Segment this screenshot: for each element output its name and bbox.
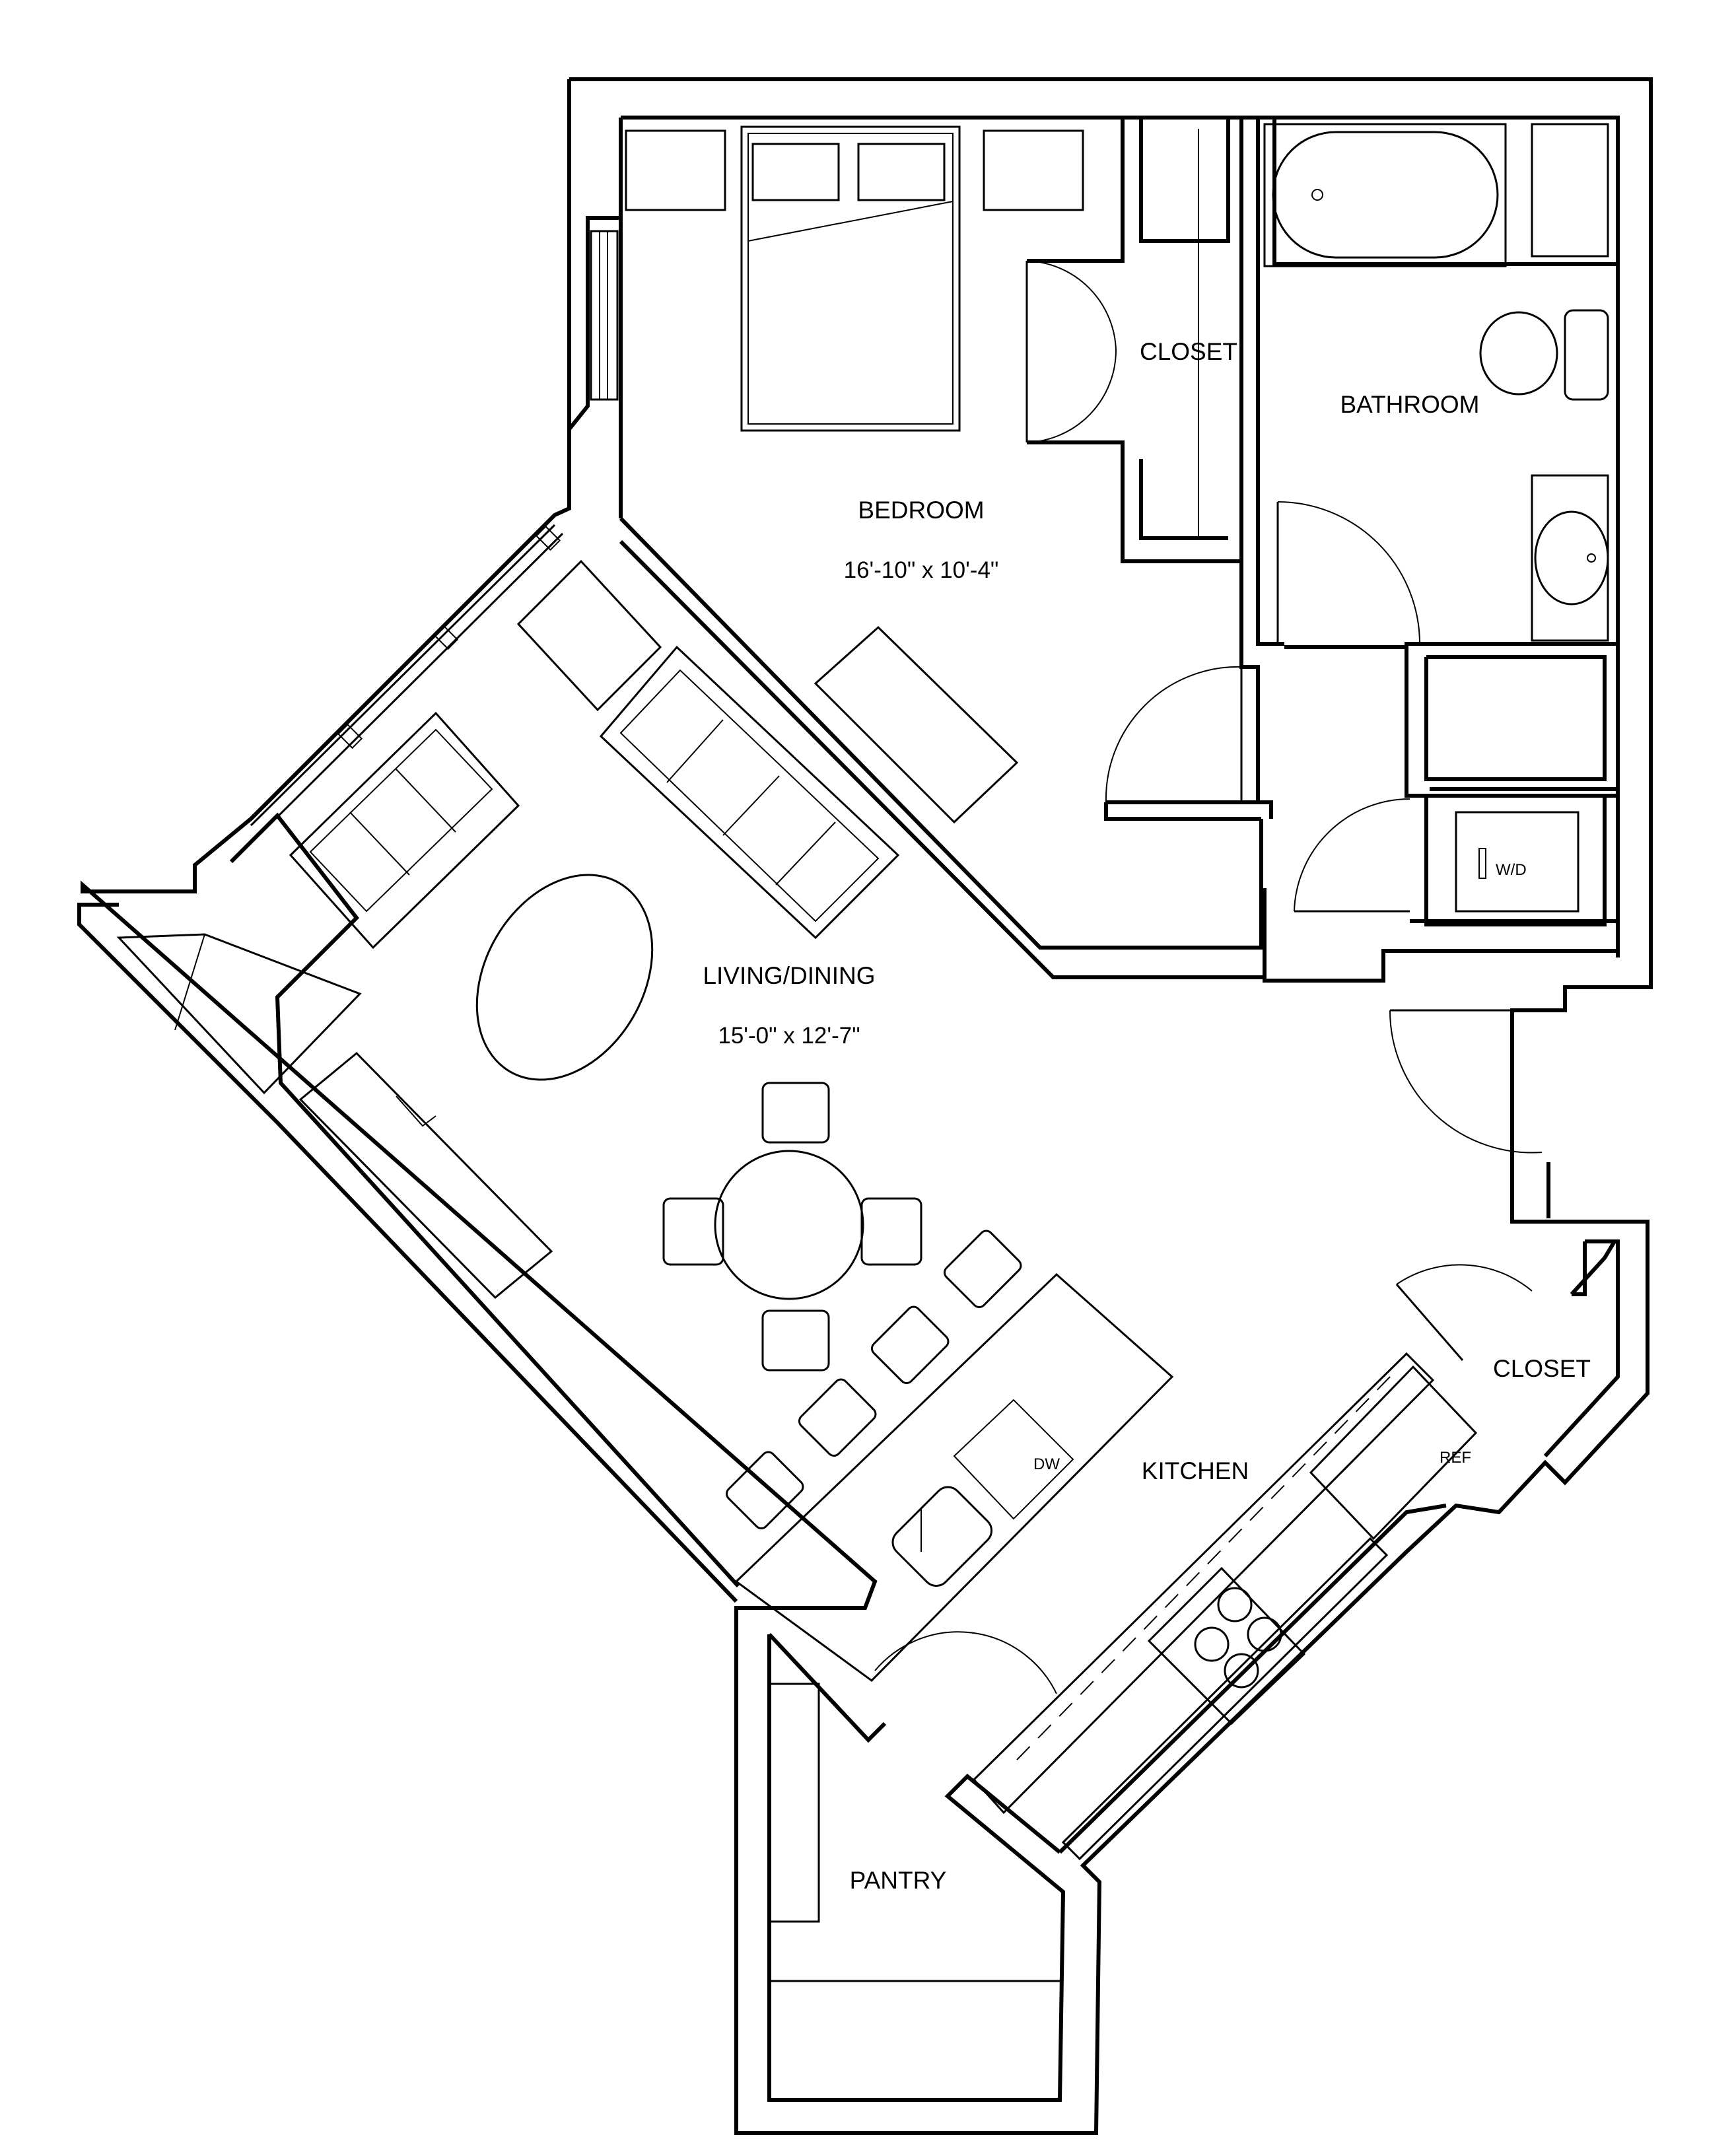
closet-door-swing [1026,260,1117,443]
nightstand-right [983,129,1084,211]
bar-stools [726,1230,1022,1529]
refrigerator-label: REF [1440,1449,1471,1467]
bathroom-door-swing [1277,501,1420,644]
armchair [516,559,662,712]
tv-console [298,1051,553,1300]
shaft [116,933,362,1095]
kitchen-counter [972,1352,1435,1861]
bedroom-label: BEDROOM [858,497,984,524]
laundry-door-swing [1294,798,1410,912]
coffee-table [475,874,654,1081]
bathroom-walls [1256,118,1620,923]
range [1147,1566,1306,1725]
living-window [250,524,564,835]
bathroom-label: BATHROOM [1340,391,1479,418]
dining-table [662,1082,922,1372]
entry-closet-door-swing [1396,1264,1533,1292]
sofa-left [289,711,520,950]
bedroom-window [590,230,619,401]
bathroom-sink [1531,474,1609,642]
bed [625,125,1084,432]
washer-dryer: W/D [1424,794,1607,926]
bedroom-door-swing [1105,666,1242,803]
sofa-right [599,645,900,940]
bedroom-bench [814,625,1019,824]
bathtub [1263,123,1507,267]
toilet [1479,309,1609,401]
entry-door-swing [1389,1010,1543,1154]
living-dining-label: LIVING/DINING [703,962,875,989]
exterior-walls [77,77,1653,2135]
kitchen-label: KITCHEN [1142,1457,1249,1484]
kitchen-island: DW [734,1272,1174,1682]
dishwasher-label: DW [1033,1455,1060,1473]
pantry-door-swing [874,1631,1057,1694]
living-dining-dims: 15'-0" x 12'-7" [718,1023,860,1049]
bedroom-dims: 16'-10" x 10'-4" [844,557,999,583]
bathroom-shelf [1531,123,1609,258]
washer-dryer-label: W/D [1496,861,1527,879]
pantry-shelving [768,1683,1060,1982]
refrigerator: REF [1309,1365,1478,1541]
pantry-label: PANTRY [850,1867,947,1894]
bedroom-walls [619,118,1273,979]
nightstand-left [625,129,726,211]
bedroom-closet-label: CLOSET [1140,338,1237,365]
room-labels: BEDROOM 16'-10" x 10'-4" CLOSET BATHROOM… [703,338,1591,1894]
entry-closet-label: CLOSET [1493,1355,1591,1382]
